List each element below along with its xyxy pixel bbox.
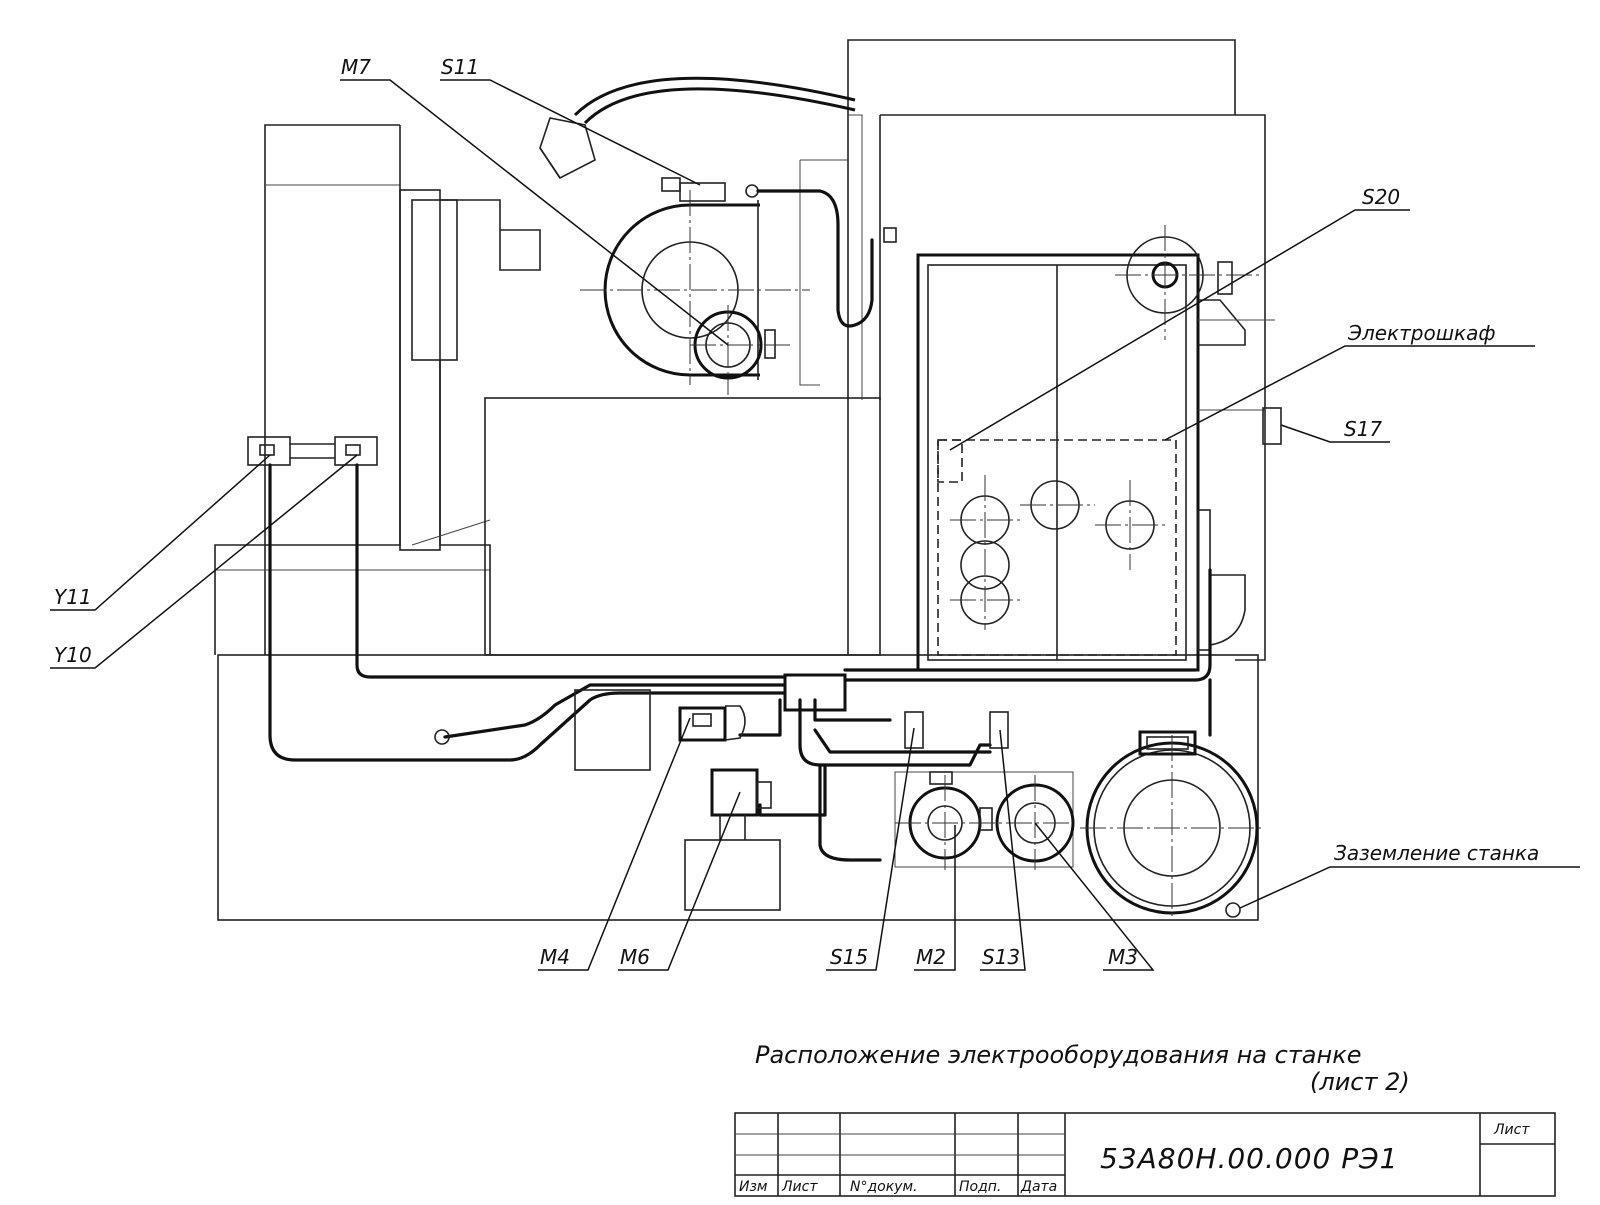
s11-switch [661, 177, 897, 328]
label-m6: M6 [620, 945, 650, 969]
label-m2: M2 [916, 945, 946, 969]
caption-line-1: Расположение электрооборудования на стан… [755, 1041, 1361, 1069]
wheel-assembly [580, 190, 810, 395]
s17-switch [1262, 407, 1282, 445]
tb-col-podp: Подп. [959, 1179, 1001, 1195]
label-y10: Y10 [54, 643, 92, 667]
m4-motor [574, 689, 746, 771]
label-s11: S11 [441, 55, 479, 79]
label-cabinet: Электрошкаф [1347, 321, 1495, 345]
label-s15: S15 [830, 945, 868, 969]
tb-doc-number: 53А80Н.00.000 РЭ1 [1100, 1142, 1399, 1175]
work-lamp [539, 76, 856, 180]
machine-body [214, 39, 1266, 921]
label-m7: M7 [341, 55, 371, 79]
tb-col-date: Дата [1020, 1179, 1057, 1195]
label-s20: S20 [1362, 185, 1400, 209]
label-ground: Заземление станка [1334, 841, 1539, 865]
junction-box [783, 673, 847, 712]
wiring [268, 463, 1212, 862]
tb-col-doc: N°докум. [850, 1179, 917, 1195]
labels: M7 S11 S20 Электрошкаф S17 Y11 Y10 Зазем… [54, 55, 1539, 969]
ground-point [1225, 902, 1241, 918]
s20-switch [1115, 225, 1260, 340]
tb-col-list: Лист [781, 1179, 818, 1195]
m7-motor [690, 305, 790, 395]
m6-motor [684, 768, 781, 911]
label-m3: M3 [1108, 945, 1138, 969]
label-s17: S17 [1344, 417, 1382, 441]
leader-lines [50, 79, 1580, 971]
title-block: Изм Лист N°докум. Подп. Дата 53А80Н.00.0… [734, 1112, 1556, 1197]
caption-line-2: (лист 2) [1310, 1068, 1410, 1096]
pump-group [894, 771, 1075, 870]
s15-switch [904, 711, 924, 749]
solenoids [247, 436, 378, 466]
label-y11: Y11 [54, 585, 92, 609]
main-motor [1080, 730, 1265, 920]
label-m4: M4 [540, 945, 570, 969]
label-s13: S13 [982, 945, 1020, 969]
electrical-cabinet [916, 225, 1275, 672]
s13-switch [989, 711, 1009, 749]
tb-col-izm: Изм [739, 1179, 768, 1195]
tb-sheet-label: Лист [1493, 1122, 1530, 1138]
